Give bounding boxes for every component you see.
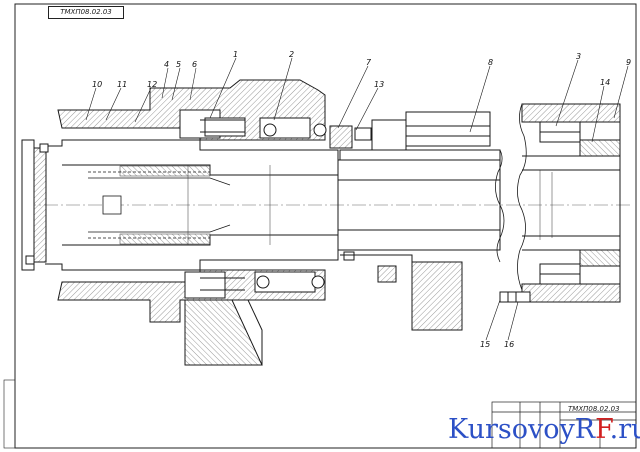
callout-6: 6 — [192, 60, 198, 69]
callout-12: 12 — [147, 80, 158, 89]
rear-hub — [339, 111, 501, 331]
fixing-bolt — [499, 291, 531, 303]
callout-11: 11 — [117, 80, 128, 89]
spindle-nose — [21, 139, 49, 271]
callout-1: 1 — [233, 50, 239, 59]
leader-lines — [85, 57, 629, 341]
callout-14: 14 — [600, 78, 611, 87]
support-bracket — [184, 299, 263, 366]
spindle-body — [45, 139, 501, 271]
rear-segment — [521, 103, 621, 303]
callout-10: 10 — [92, 80, 103, 89]
callout-15: 15 — [480, 340, 491, 349]
site-watermark: KursovoyRF.ru — [448, 414, 640, 445]
spring-pack — [119, 165, 211, 245]
bore-dimensions — [187, 165, 553, 245]
document-code-stamp: ТМХП08.02.03 — [48, 6, 124, 19]
watermark-accent: F — [595, 414, 610, 445]
callout-7: 7 — [366, 58, 372, 67]
callout-16: 16 — [504, 340, 515, 349]
watermark-suffix: .ru — [609, 414, 640, 445]
title-block-code: ТМХП08.02.03 — [568, 405, 620, 413]
side-strip-frame — [3, 379, 16, 449]
break-line — [495, 103, 527, 291]
callout-13: 13 — [374, 80, 385, 89]
callout-2: 2 — [289, 50, 295, 59]
callout-3: 3 — [576, 52, 582, 61]
front-housing-upper — [57, 79, 327, 141]
callout-9: 9 — [626, 58, 632, 67]
callout-4: 4 — [164, 60, 170, 69]
callout-5: 5 — [176, 60, 182, 69]
sheet-frame — [14, 3, 637, 449]
title-block — [491, 401, 637, 449]
watermark-main: KursovoyR — [448, 414, 596, 445]
front-housing-lower — [57, 269, 326, 323]
callout-8: 8 — [488, 58, 494, 67]
